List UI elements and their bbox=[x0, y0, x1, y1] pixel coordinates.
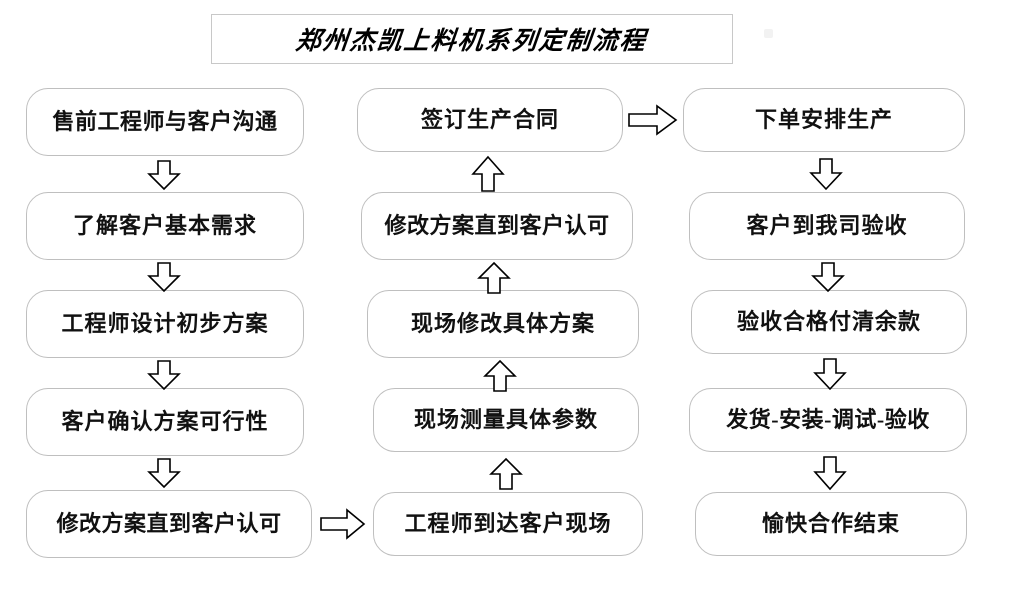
node-l4[interactable]: 客户确认方案可行性 bbox=[26, 388, 304, 456]
arrow-down-l2-l3 bbox=[147, 262, 181, 293]
node-m1[interactable]: 签订生产合同 bbox=[357, 88, 623, 152]
arrow-up-m2-m1 bbox=[471, 155, 505, 192]
arrow-down-l3-l4 bbox=[147, 360, 181, 391]
node-r1-label: 下单安排生产 bbox=[754, 107, 893, 132]
node-r2[interactable]: 客户到我司验收 bbox=[689, 192, 965, 260]
arrow-down-r2-r3 bbox=[811, 262, 845, 293]
arrow-up-m3-m2 bbox=[477, 261, 511, 294]
arrow-right-l5-m5 bbox=[320, 508, 366, 540]
node-r3-label: 验收合格付清余款 bbox=[736, 309, 921, 334]
arrow-down-r3-r4 bbox=[813, 358, 847, 391]
node-m2[interactable]: 修改方案直到客户认可 bbox=[361, 192, 633, 260]
arrow-right-m1-r1 bbox=[628, 104, 678, 136]
arrow-down-r1-r2 bbox=[809, 158, 843, 191]
node-l2[interactable]: 了解客户基本需求 bbox=[26, 192, 304, 260]
node-r5-label: 愉快合作结束 bbox=[761, 511, 900, 536]
node-m4[interactable]: 现场测量具体参数 bbox=[373, 388, 639, 452]
arrow-down-l1-l2 bbox=[147, 160, 181, 191]
node-l1[interactable]: 售前工程师与客户沟通 bbox=[26, 88, 304, 156]
node-r4[interactable]: 发货-安装-调试-验收 bbox=[689, 388, 967, 452]
node-r5[interactable]: 愉快合作结束 bbox=[695, 492, 967, 556]
node-m3[interactable]: 现场修改具体方案 bbox=[367, 290, 639, 358]
node-r3[interactable]: 验收合格付清余款 bbox=[691, 290, 967, 354]
node-r4-label: 发货-安装-调试-验收 bbox=[726, 407, 930, 432]
node-l4-label: 客户确认方案可行性 bbox=[61, 409, 269, 434]
node-m5[interactable]: 工程师到达客户现场 bbox=[373, 492, 643, 556]
chart-title: 郑州杰凯上料机系列定制流程 bbox=[294, 28, 649, 55]
chart-title-box: 郑州杰凯上料机系列定制流程 bbox=[211, 14, 733, 64]
node-l5[interactable]: 修改方案直到客户认可 bbox=[26, 490, 312, 558]
node-m2-label: 修改方案直到客户认可 bbox=[384, 213, 610, 238]
watermark-speck bbox=[764, 29, 773, 38]
node-m5-label: 工程师到达客户现场 bbox=[404, 511, 612, 536]
node-l3[interactable]: 工程师设计初步方案 bbox=[26, 290, 304, 358]
node-r2-label: 客户到我司验收 bbox=[746, 213, 908, 238]
arrow-down-r4-r5 bbox=[813, 456, 847, 491]
node-m3-label: 现场修改具体方案 bbox=[410, 311, 595, 336]
node-l3-label: 工程师设计初步方案 bbox=[61, 311, 269, 336]
node-m4-label: 现场测量具体参数 bbox=[413, 407, 598, 432]
node-l2-label: 了解客户基本需求 bbox=[72, 213, 257, 238]
node-m1-label: 签订生产合同 bbox=[420, 107, 559, 132]
arrow-up-m5-m4 bbox=[489, 457, 523, 490]
node-r1[interactable]: 下单安排生产 bbox=[683, 88, 965, 152]
node-l5-label: 修改方案直到客户认可 bbox=[56, 511, 282, 536]
arrow-down-l4-l5 bbox=[147, 458, 181, 489]
arrow-up-m4-m3 bbox=[483, 359, 517, 392]
node-l1-label: 售前工程师与客户沟通 bbox=[52, 109, 278, 134]
